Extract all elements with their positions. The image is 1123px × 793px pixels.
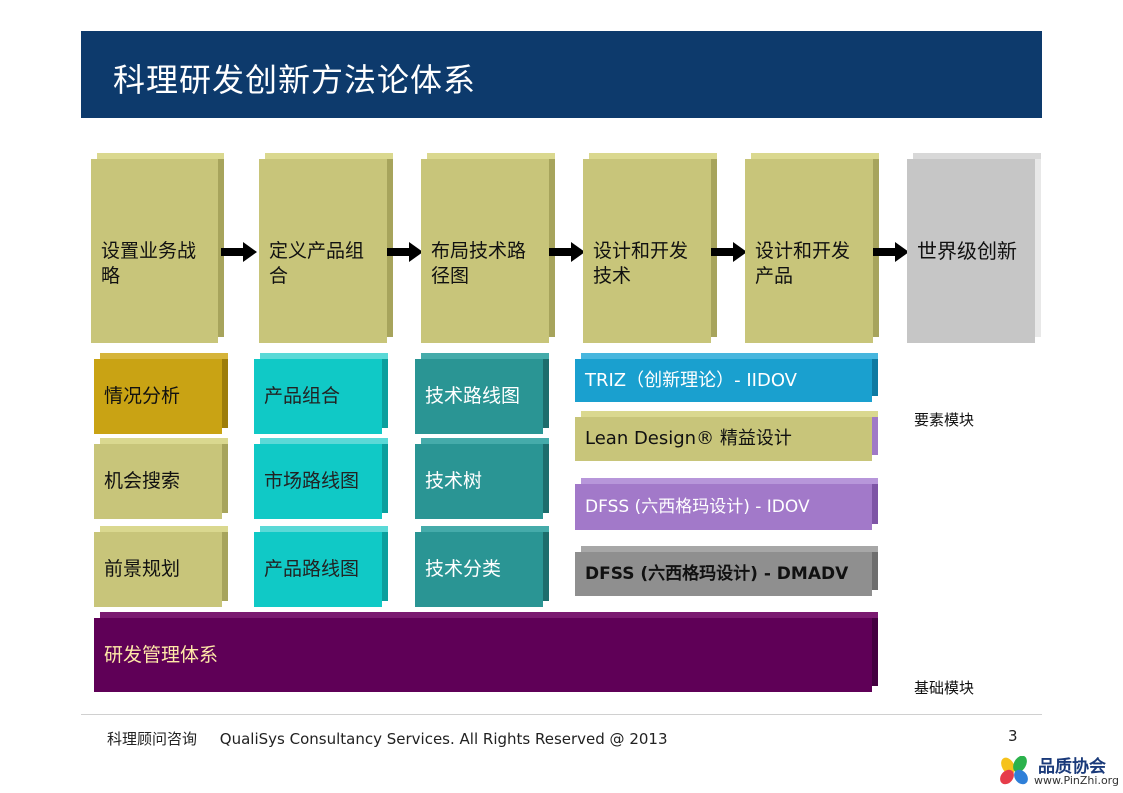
element-label: 技术路线图 <box>415 359 543 434</box>
element-col1-3[interactable]: 前景规划 <box>94 526 228 607</box>
element-col1-2[interactable]: 机会搜索 <box>94 438 228 519</box>
pinzhi-logo[interactable]: 品质协会 www.PinZhi.org <box>998 752 1120 790</box>
element-col1-1[interactable]: 情况分析 <box>94 353 228 434</box>
process-step-label: 设计和开发技术 <box>583 159 711 343</box>
element-label: 产品组合 <box>254 359 382 434</box>
process-step-5[interactable]: 设计和开发产品 <box>745 153 879 343</box>
element-col3-3[interactable]: 技术分类 <box>415 526 549 607</box>
logo-name: 品质协会 <box>1038 757 1106 777</box>
footer-divider <box>81 714 1042 715</box>
element-label: 前景规划 <box>94 532 222 607</box>
process-step-6[interactable]: 世界级创新 <box>907 153 1041 343</box>
method-triz[interactable]: TRIZ（创新理论）- IIDOV <box>575 353 878 402</box>
process-step-1[interactable]: 设置业务战略 <box>91 153 224 343</box>
process-step-label: 定义产品组合 <box>259 159 387 343</box>
process-step-label: 设置业务战略 <box>91 159 218 343</box>
process-step-label: 设计和开发产品 <box>745 159 873 343</box>
method-dfss-dmadv[interactable]: DFSS (六西格玛设计) - DMADV <box>575 546 878 596</box>
foundation-label: 基础模块 <box>914 679 975 697</box>
arrow-right-icon <box>221 242 257 262</box>
element-label: 机会搜索 <box>94 444 222 519</box>
element-label: 情况分析 <box>94 359 222 434</box>
method-label: DFSS (六西格玛设计) - DMADV <box>575 552 872 596</box>
method-dfss-idov[interactable]: DFSS (六西格玛设计) - IDOV <box>575 478 878 530</box>
page-number: 3 <box>1008 727 1018 745</box>
arrow-right-icon <box>873 242 909 262</box>
element-col2-2[interactable]: 市场路线图 <box>254 438 388 519</box>
process-step-2[interactable]: 定义产品组合 <box>259 153 393 343</box>
process-step-3[interactable]: 布局技术路径图 <box>421 153 555 343</box>
method-lean-design[interactable]: Lean Design® 精益设计 <box>575 411 878 461</box>
arrow-right-icon <box>549 242 585 262</box>
logo-url: www.PinZhi.org <box>1034 774 1119 787</box>
element-label: 市场路线图 <box>254 444 382 519</box>
process-step-label: 布局技术路径图 <box>421 159 549 343</box>
page-title: 科理研发创新方法论体系 <box>113 61 477 99</box>
element-col2-1[interactable]: 产品组合 <box>254 353 388 434</box>
footer-copyright: QualiSys Consultancy Services. All Right… <box>219 730 668 748</box>
element-col3-1[interactable]: 技术路线图 <box>415 353 549 434</box>
method-label: TRIZ（创新理论）- IIDOV <box>575 359 872 402</box>
arrow-right-icon <box>387 242 423 262</box>
element-label: 产品路线图 <box>254 532 382 607</box>
element-col2-3[interactable]: 产品路线图 <box>254 526 388 607</box>
element-label: 技术树 <box>415 444 543 519</box>
base-label: 研发管理体系 <box>94 618 872 692</box>
elements-label: 要素模块 <box>914 411 975 429</box>
flower-logo-icon <box>1000 756 1028 785</box>
method-label: Lean Design® 精益设计 <box>575 417 872 461</box>
element-col3-2[interactable]: 技术树 <box>415 438 549 519</box>
footer: 科理顾问咨询 QualiSys Consultancy Services. Al… <box>107 728 686 749</box>
element-label: 技术分类 <box>415 532 543 607</box>
footer-company: 科理顾问咨询 <box>107 730 198 748</box>
arrow-right-icon <box>711 242 747 262</box>
process-step-4[interactable]: 设计和开发技术 <box>583 153 717 343</box>
process-step-label: 世界级创新 <box>907 159 1035 343</box>
title-bar: 科理研发创新方法论体系 <box>81 31 1042 118</box>
method-label: DFSS (六西格玛设计) - IDOV <box>575 484 872 530</box>
base-rd-management[interactable]: 研发管理体系 <box>94 612 878 692</box>
